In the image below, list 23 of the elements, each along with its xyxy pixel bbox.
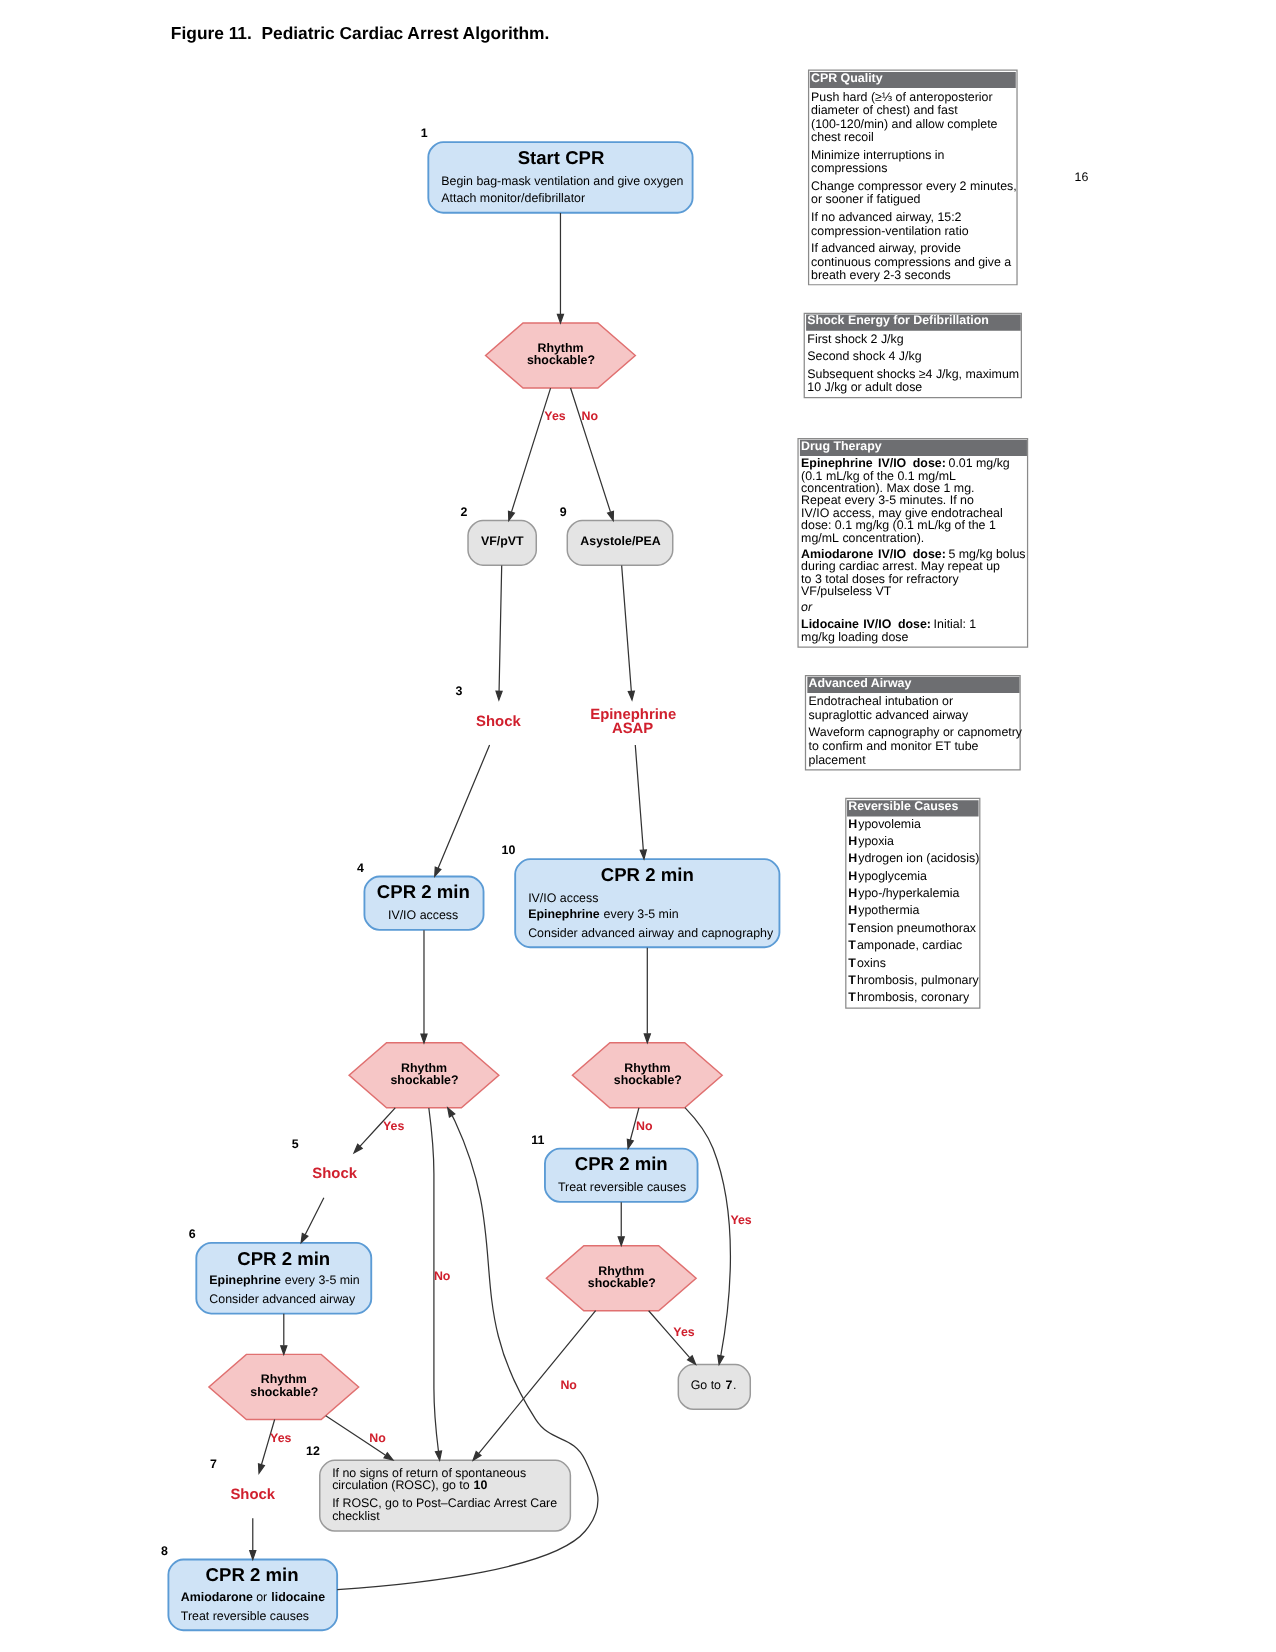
arrow bbox=[325, 1415, 395, 1462]
arrow bbox=[648, 1310, 697, 1366]
arrow bbox=[428, 1107, 443, 1462]
arrow bbox=[279, 1313, 288, 1357]
arrow bbox=[336, 1106, 599, 1591]
arrow bbox=[621, 564, 636, 702]
diagram-title: Figure 11. Pediatric Cardiac Arrest Algorithm. bbox=[170, 23, 550, 44]
arrow bbox=[556, 212, 565, 325]
arrow bbox=[617, 1201, 626, 1248]
arrow bbox=[300, 1197, 325, 1245]
arrow bbox=[634, 744, 648, 861]
arrow bbox=[684, 1107, 731, 1367]
arrow bbox=[420, 929, 428, 1045]
arrow bbox=[434, 744, 491, 879]
arrow bbox=[569, 387, 615, 523]
arrow bbox=[507, 387, 552, 523]
arrow bbox=[257, 1418, 276, 1475]
arrow bbox=[352, 1107, 396, 1155]
arrow bbox=[495, 564, 503, 702]
arrow bbox=[248, 1517, 257, 1562]
arrow bbox=[471, 1310, 597, 1462]
arrow bbox=[626, 1107, 640, 1151]
arrow bbox=[643, 947, 652, 1045]
